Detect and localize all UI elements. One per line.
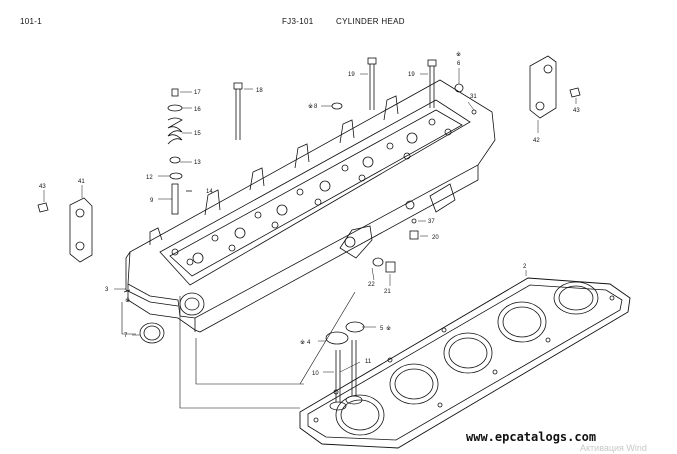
seal-ring (139, 322, 165, 344)
cylinder-head (123, 79, 496, 333)
callout-19-right: 19 (408, 72, 415, 78)
callout-10: 10 (312, 371, 319, 377)
callout-12: 12 (146, 175, 153, 181)
bracket-bolt-right (569, 87, 581, 98)
lifting-bracket-right (529, 55, 557, 119)
callout-7: 7 (124, 333, 128, 339)
callout-31: 31 (470, 94, 477, 100)
callout-5-mark: ※ (386, 325, 391, 332)
callout-13: 13 (194, 160, 201, 166)
callout-11: 11 (365, 359, 372, 365)
callout-15: 15 (194, 131, 201, 137)
callout-18: 18 (256, 88, 263, 94)
callout-8-mark: ※ (308, 103, 313, 110)
valve-seat-pair (325, 321, 365, 411)
callout-5: 5 (380, 326, 384, 332)
lifting-bracket-left (69, 197, 93, 263)
callout-43-right: 43 (573, 108, 580, 114)
callout-8: 8 (314, 104, 318, 110)
callout-2: 2 (523, 264, 527, 270)
callout-16: 16 (194, 107, 201, 113)
callout-4: 4 (307, 340, 311, 346)
callout-4-mark: ※ (300, 339, 305, 346)
callout-14: 14 (206, 189, 213, 195)
callout-6-mark: ※ (456, 51, 461, 58)
model-code: FJ3-101 (282, 17, 314, 26)
site-watermark: www.epcatalogs.com (466, 430, 597, 444)
plug-assembly (372, 109, 477, 273)
callout-17: 17 (194, 90, 201, 96)
page-number: 101-1 (20, 17, 42, 26)
callout-mark-ref: ※ (125, 297, 130, 304)
cover-bolt (367, 57, 437, 110)
os-activation-watermark: Активация Wind (580, 443, 647, 453)
callout-19-left: 19 (348, 72, 355, 78)
bracket-bolt-left (37, 202, 49, 213)
seal-plug (331, 102, 343, 110)
head-bolt (233, 82, 243, 140)
callout-20: 20 (432, 235, 439, 241)
callout-37: 37 (428, 219, 435, 225)
section-title: CYLINDER HEAD (336, 17, 405, 26)
plug (454, 83, 464, 93)
callout-43-left: 43 (39, 184, 46, 190)
callout-41: 41 (78, 179, 85, 185)
callout-9: 9 (150, 198, 154, 204)
callout-42: 42 (533, 138, 540, 144)
callout-3: 3 (105, 287, 109, 293)
callout-22: 22 (368, 282, 375, 288)
head-gasket (299, 277, 631, 449)
callout-labels: 17 16 15 13 12 14 9 18 19 19 ※ 8 ※ 6 31 … (39, 51, 580, 377)
callout-21: 21 (384, 289, 391, 295)
callout-6: 6 (457, 61, 461, 67)
